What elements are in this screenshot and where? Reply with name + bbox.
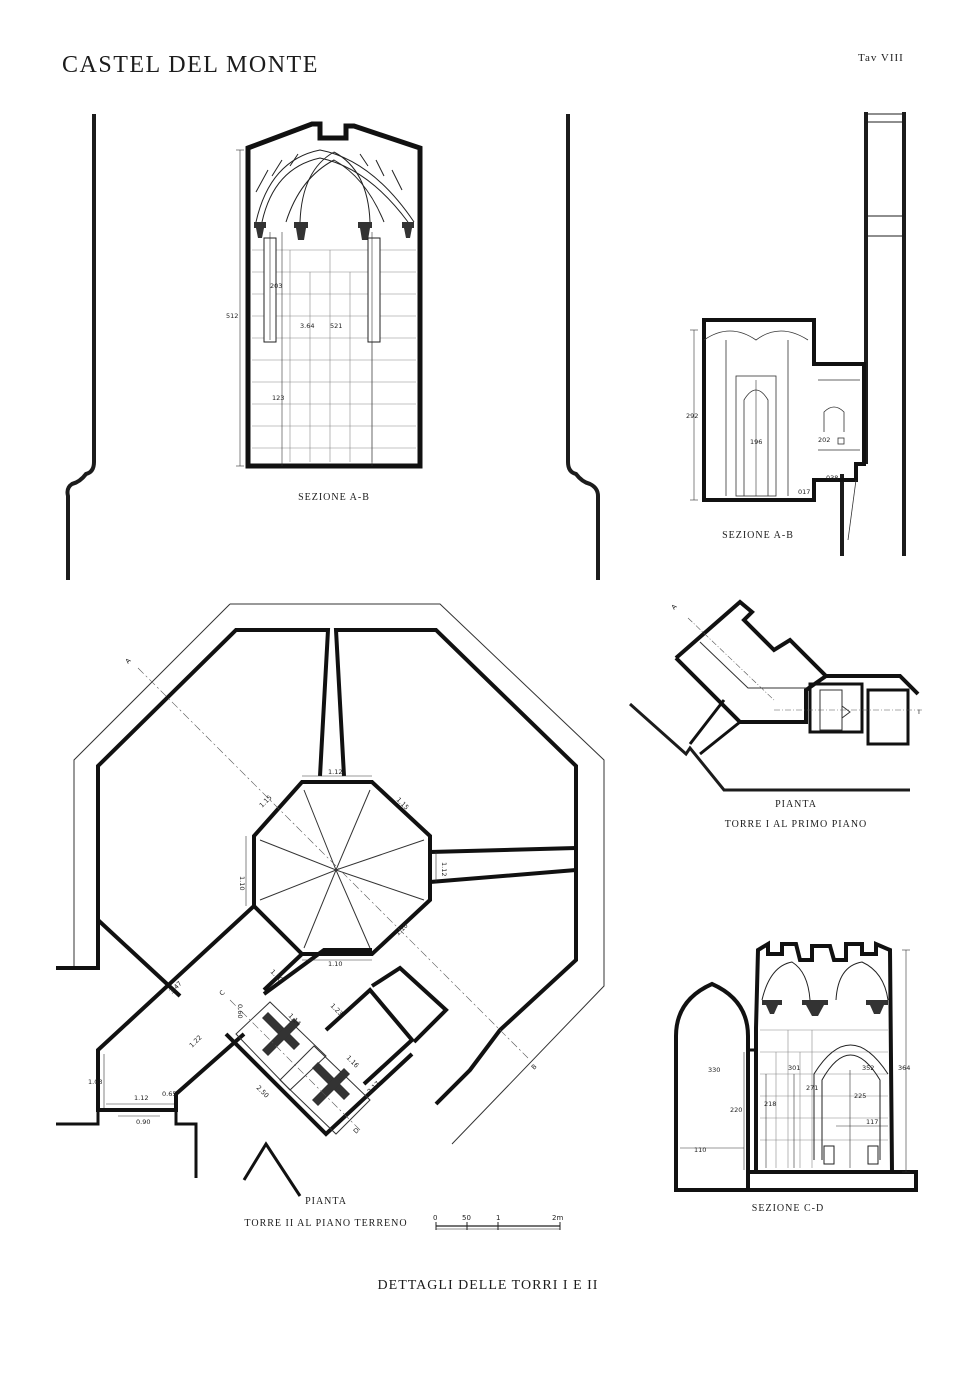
- dim-512: 512: [226, 312, 238, 320]
- caption-plan-tower2-sub: TORRE II AL PIANO TERRENO: [244, 1218, 408, 1229]
- dim-110-bottom: 1.10: [328, 960, 342, 968]
- scale-label-50: 50: [462, 1214, 471, 1222]
- dim-122: 1.22: [188, 1034, 204, 1050]
- caption-section-ab-right: SEZIONE A-B: [722, 530, 794, 541]
- plan-tower-1: A I: [629, 599, 922, 792]
- dim-220: 220: [730, 1106, 742, 1114]
- dim-112-top: 1.12: [328, 768, 342, 776]
- section-ab-right: 292 196 202 038 017: [686, 112, 906, 556]
- scale-label-1: 1: [496, 1214, 500, 1222]
- dim-060: 0.60: [236, 1004, 244, 1018]
- dim-038: 038: [826, 474, 838, 482]
- dim-112-base: 1.12: [134, 1094, 148, 1102]
- dim-110-left: 1.10: [238, 876, 246, 890]
- section-ab-left-vault: [255, 149, 415, 223]
- scale-label-0: 0: [433, 1214, 437, 1222]
- dim-117: 117: [866, 1118, 878, 1126]
- section-mark-i-t1: I: [918, 708, 920, 716]
- wall-profile-left: [65, 114, 600, 580]
- dim-112-right: 1.12: [440, 862, 448, 876]
- dim-123: 123: [272, 394, 284, 402]
- scale-bar: 0 50 1 2m: [433, 1214, 563, 1230]
- section-cd: 330 220 110 301 271 218 352 225 364 117: [674, 940, 918, 1192]
- dim-250: 2.50: [255, 1084, 271, 1100]
- dim-225: 225: [854, 1092, 866, 1100]
- dim-271: 271: [806, 1084, 818, 1092]
- caption-plan-tower1-title: PIANTA: [775, 799, 817, 810]
- dim-110: 110: [694, 1146, 706, 1154]
- dim-103: 1.03: [88, 1078, 102, 1086]
- dim-110-lowright: 1.10: [394, 922, 410, 938]
- caption-plan-tower1-sub: TORRE I AL PRIMO PIANO: [724, 819, 868, 830]
- dim-203: 203: [270, 282, 282, 290]
- dim-352: 352: [862, 1064, 874, 1072]
- page-title: CASTEL DEL MONTE: [62, 52, 319, 78]
- caption-section-cd: SEZIONE C-D: [751, 1203, 825, 1214]
- dim-115-right: 1.15: [395, 796, 411, 812]
- dim-218: 218: [764, 1100, 776, 1108]
- section-mark-d: D: [352, 1126, 361, 1135]
- section-mark-a: A: [124, 656, 133, 665]
- section-ab-left: 512 203 3.64 521 123: [226, 121, 423, 469]
- dim-364: 364: [898, 1064, 910, 1072]
- section-ab-left-columns: [263, 237, 381, 343]
- dim-301: 301: [788, 1064, 800, 1072]
- dim-017: 017: [798, 488, 810, 496]
- dim-116: 1.16: [345, 1054, 361, 1070]
- plate-number: Tav VIII: [858, 52, 904, 64]
- main-caption: DETTAGLI DELLE TORRI I E II: [377, 1278, 599, 1293]
- dim-330: 330: [708, 1066, 720, 1074]
- caption-plan-tower2-title: PIANTA: [305, 1196, 347, 1207]
- section-ab-left-capitals: [254, 222, 414, 240]
- scale-label-2m: 2m: [552, 1214, 563, 1222]
- dim-090: 0.90: [136, 1118, 150, 1126]
- section-mark-a-t1: A: [670, 602, 679, 611]
- dim-292: 292: [686, 412, 698, 420]
- section-ab-left-dimlines: [236, 149, 373, 467]
- dim-202: 202: [818, 436, 830, 444]
- section-mark-c: C: [218, 988, 227, 997]
- dim-065: 0.65: [162, 1090, 176, 1098]
- plan-tower-2: 1.12 1.15 1.15 1.10 1.12 1.10 1.10 1.10 …: [56, 603, 605, 1197]
- dim-115-left: 1.15: [258, 794, 274, 810]
- caption-section-ab-left: SEZIONE A-B: [298, 492, 370, 503]
- dim-521: 521: [330, 322, 342, 330]
- section-mark-b: B: [530, 1063, 539, 1072]
- dim-196: 196: [750, 438, 762, 446]
- dim-364: 3.64: [300, 322, 314, 330]
- right-wall-profile: [840, 112, 906, 556]
